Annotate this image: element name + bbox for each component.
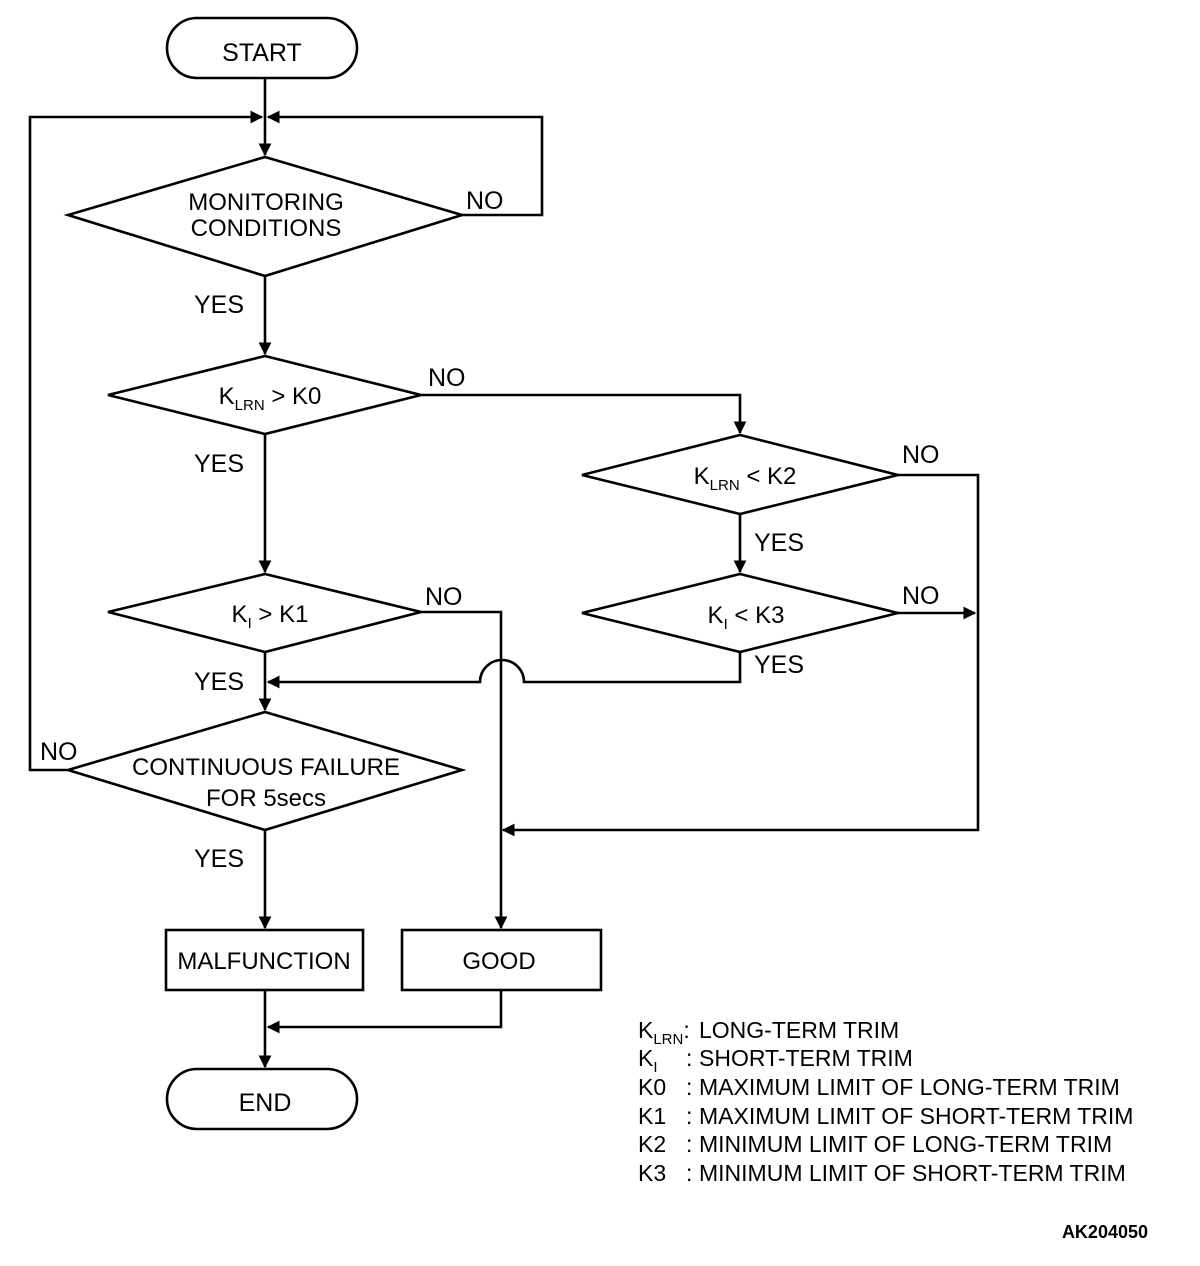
legend-sep-k3: : [686,1160,692,1186]
legend-desc-k2: MINIMUM LIMIT OF LONG-TERM TRIM [699,1131,1112,1157]
flow-ki-k3-yes [266,652,742,689]
klrn-gt-k0-label: KLRN > K0 [219,383,322,414]
legend-desc-k0: MAXIMUM LIMIT OF LONG-TERM TRIM [699,1074,1120,1100]
good-label: GOOD [462,948,535,975]
flow-monitoring-no-loop [266,110,544,217]
legend-desc-k1: MAXIMUM LIMIT OF SHORT-TERM TRIM [699,1103,1133,1129]
decision-continuous-failure: CONTINUOUS FAILURE FOR 5secs [63,710,467,832]
continuous-line2: FOR 5secs [206,785,326,812]
legend: KLRN: LONG-TERM TRIM KI : SHORT-TERM TRI… [638,1017,1133,1186]
legend-sep-k2: : [686,1131,692,1157]
legend-item-k2: K2 [638,1131,666,1157]
decision-klrn-lt-k2: KLRN < K2 [581,433,899,516]
decision-ki-lt-k3: KI < K3 [581,572,899,654]
legend-desc-klrn: LONG-TERM TRIM [699,1017,899,1043]
legend-desc-ki: SHORT-TERM TRIM [699,1045,913,1071]
flow-good-to-end [266,990,503,1034]
end-label: END [239,1089,292,1117]
no-label-ki-k1: NO [425,583,463,611]
end-terminal: END [165,1067,359,1131]
legend-item-klrn: KLRN: [638,1017,690,1048]
legend-desc-k3: MINIMUM LIMIT OF SHORT-TERM TRIM [699,1160,1126,1186]
legend-item-k3: K3 [638,1160,666,1186]
branch-labels: NO YES NO YES NO YES NO NO YES YES NO YE… [40,187,940,873]
no-label-monitoring: NO [466,187,504,215]
legend-sep-ki: : [686,1045,692,1071]
yes-label-klrn-k2: YES [754,529,804,557]
no-label-klrn-k2: NO [902,441,940,469]
yes-label-ki-k3: YES [754,651,804,679]
yes-label-continuous: YES [194,845,244,873]
flow-continuous-no-loop [28,110,264,772]
malfunction-box: MALFUNCTION [164,928,365,992]
continuous-line1: CONTINUOUS FAILURE [132,754,400,781]
legend-sep-k1: : [686,1103,692,1129]
flow-ki-k1-no [421,610,508,930]
flow-klrn-k2-no [501,473,980,837]
monitoring-line1: MONITORING [188,189,344,216]
connectors [28,78,980,1069]
no-label-klrn-k0: NO [428,364,466,392]
yes-label-monitoring: YES [194,291,244,319]
decision-monitoring-conditions: MONITORING CONDITIONS [63,155,467,278]
decision-ki-gt-k1: KI > K1 [107,572,422,654]
good-box: GOOD [400,928,603,992]
legend-item-ki: KI [638,1045,658,1076]
yes-label-ki-k1: YES [194,668,244,696]
legend-item-k1: K1 [638,1103,666,1129]
no-label-continuous: NO [40,738,78,766]
legend-sep-k0: : [686,1074,692,1100]
klrn-lt-k2-label: KLRN < K2 [694,463,797,494]
start-terminal: START [165,16,359,80]
ki-lt-k3-label: KI < K3 [708,602,785,633]
yes-label-klrn-k0: YES [194,450,244,478]
no-label-ki-k3: NO [902,582,940,610]
legend-item-k0: K0 [638,1074,666,1100]
flow-klrn-k0-no [421,393,747,435]
figure-code: AK204050 [1062,1222,1148,1242]
ki-gt-k1-label: KI > K1 [232,601,309,632]
malfunction-label: MALFUNCTION [177,948,350,975]
monitoring-line2: CONDITIONS [191,215,342,242]
start-label: START [222,39,302,67]
decision-klrn-gt-k0: KLRN > K0 [107,354,422,436]
